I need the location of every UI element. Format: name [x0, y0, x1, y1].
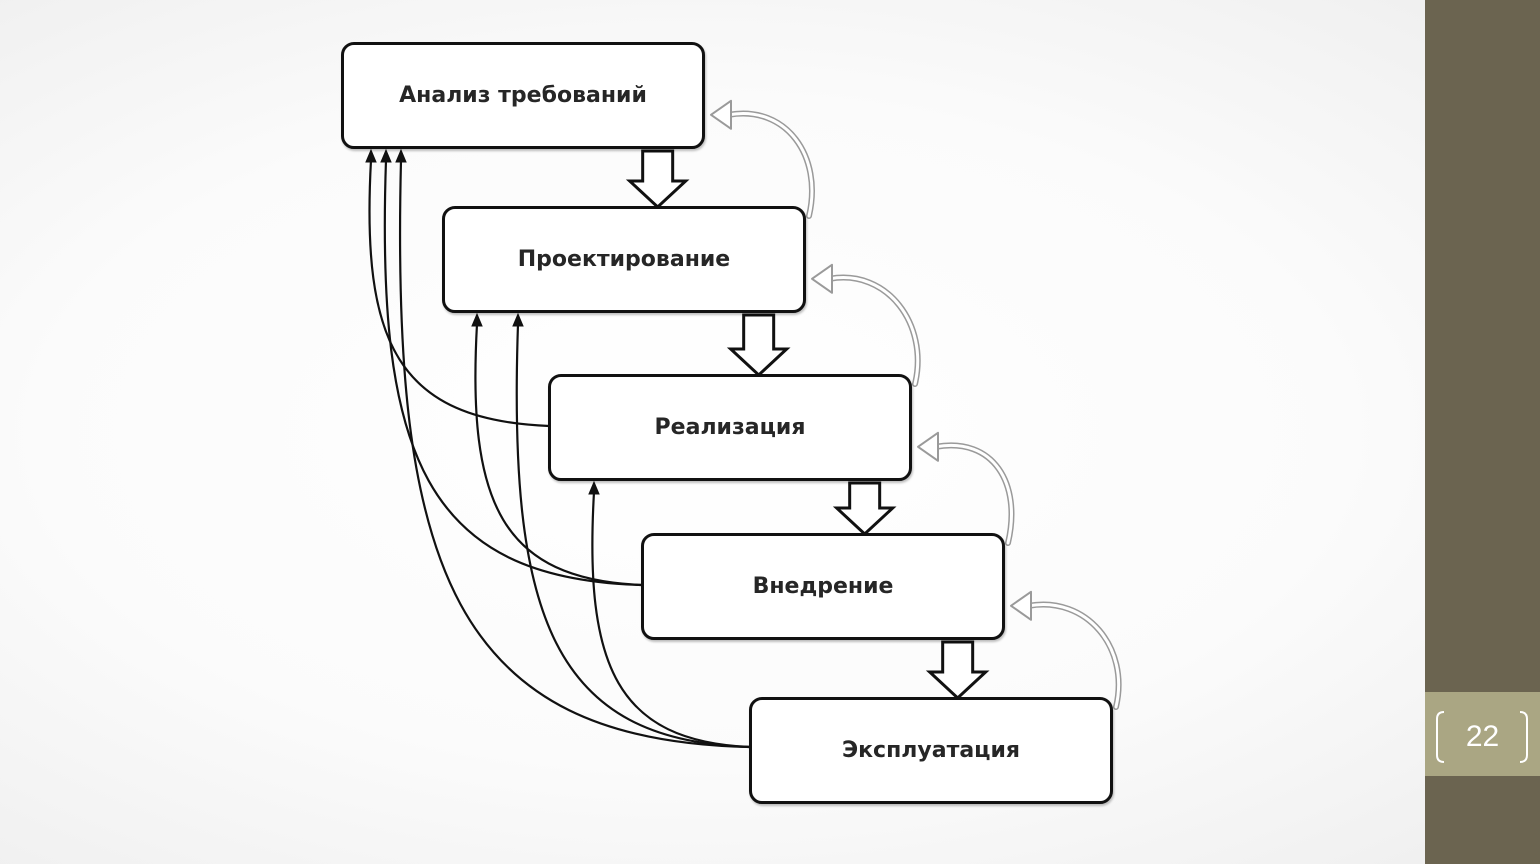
feedback-curve-core-implementation-to-design — [828, 276, 920, 386]
feedback-curve-core-deployment-to-implementation — [934, 443, 1013, 545]
feedback-curve-implementation-to-design — [827, 274, 921, 387]
feedback-links-group — [710, 99, 1122, 710]
page-number-brackets — [1436, 711, 1528, 763]
return-arrowhead-deployment-to-design — [471, 312, 483, 327]
stage-box-design: Проектирование — [442, 206, 806, 313]
feedback-curve-design-to-analysis — [726, 110, 815, 219]
flow-arrow-implementation-to-deployment — [832, 481, 897, 537]
feedback-arrowhead-deployment-to-implementation — [917, 431, 939, 462]
page-number: 22 — [1465, 720, 1500, 753]
return-arrowhead-operation-to-analysis — [395, 148, 407, 163]
return-curve-implementation-to-analysis — [368, 159, 550, 428]
waterfall-diagram — [365, 99, 1122, 749]
feedback-curve-core-design-to-analysis — [727, 112, 814, 218]
stage-label-deployment: Внедрение — [752, 574, 894, 599]
slide-canvas: Анализ требований Проектирование Реализа… — [341, 42, 1122, 804]
stage-box-implementation: Реализация — [548, 374, 912, 481]
return-links-group — [365, 148, 751, 749]
stage-box-operation: Эксплуатация — [749, 697, 1113, 804]
stage-box-deployment: Внедрение — [641, 533, 1005, 640]
stage-label-design: Проектирование — [517, 247, 731, 272]
stage-label-analysis: Анализ требований — [399, 83, 647, 108]
return-curve-deployment-to-design — [474, 323, 643, 587]
feedback-arrowhead-implementation-to-design — [811, 263, 833, 294]
stage-label-implementation: Реализация — [654, 415, 806, 440]
feedback-arrowhead-design-to-analysis — [710, 99, 732, 130]
forward-flow-group — [625, 149, 990, 701]
feedback-curve-core-operation-to-deployment — [1027, 603, 1121, 709]
return-arrowhead-operation-to-implementation — [588, 480, 600, 495]
stage-box-analysis: Анализ требований — [341, 42, 705, 149]
flow-arrow-analysis-to-design — [625, 149, 690, 210]
return-curve-operation-to-implementation — [591, 491, 751, 749]
return-curve-deployment-to-analysis — [383, 159, 643, 587]
return-curve-operation-to-design — [515, 323, 751, 749]
feedback-curve-operation-to-deployment — [1026, 601, 1122, 710]
flow-arrow-deployment-to-operation — [925, 640, 990, 701]
feedback-curve-deployment-to-implementation — [933, 442, 1015, 546]
flow-arrow-design-to-implementation — [726, 313, 791, 378]
feedback-arrowhead-operation-to-deployment — [1010, 590, 1032, 621]
return-arrowhead-implementation-to-analysis — [365, 148, 377, 163]
return-curve-operation-to-analysis — [398, 159, 751, 749]
stage-label-operation: Эксплуатация — [841, 738, 1021, 763]
return-arrowhead-operation-to-design — [512, 312, 524, 327]
return-arrowhead-deployment-to-analysis — [380, 148, 392, 163]
